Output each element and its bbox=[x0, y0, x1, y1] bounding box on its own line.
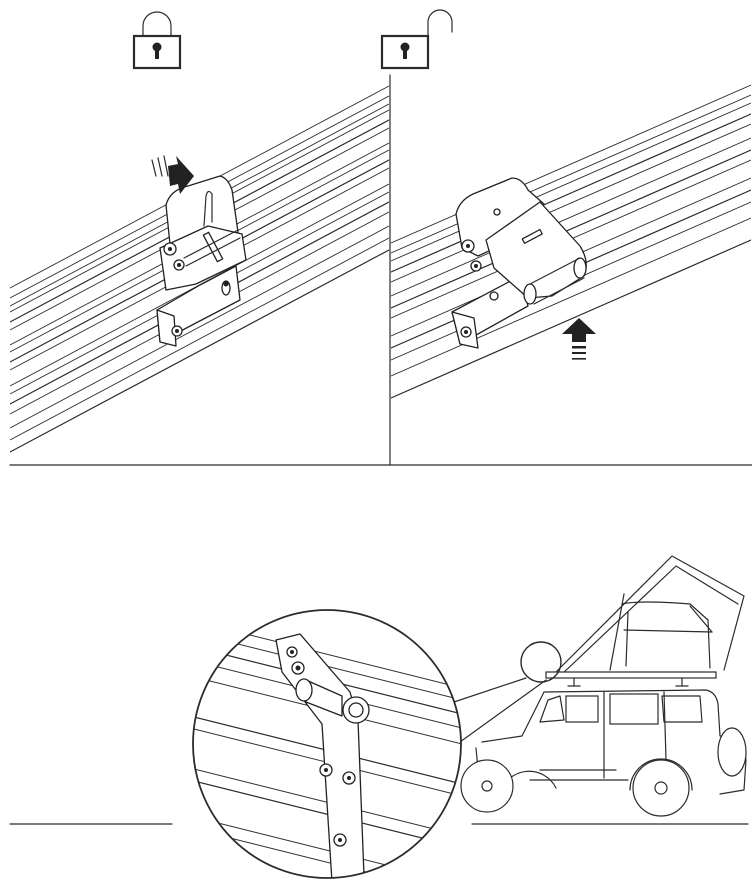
arrow-up-icon bbox=[562, 318, 596, 360]
padlock-closed-icon bbox=[132, 11, 182, 70]
panel-frame bbox=[9, 74, 752, 466]
suv-with-rooftop-tent-icon bbox=[460, 555, 747, 817]
callout-leader bbox=[453, 677, 547, 743]
latch-locked bbox=[156, 175, 247, 347]
latch-unlocked bbox=[451, 177, 587, 349]
magnifier-callout-icon bbox=[192, 609, 462, 879]
arrow-right-icon bbox=[151, 155, 194, 194]
padlock-open-icon bbox=[380, 9, 453, 70]
